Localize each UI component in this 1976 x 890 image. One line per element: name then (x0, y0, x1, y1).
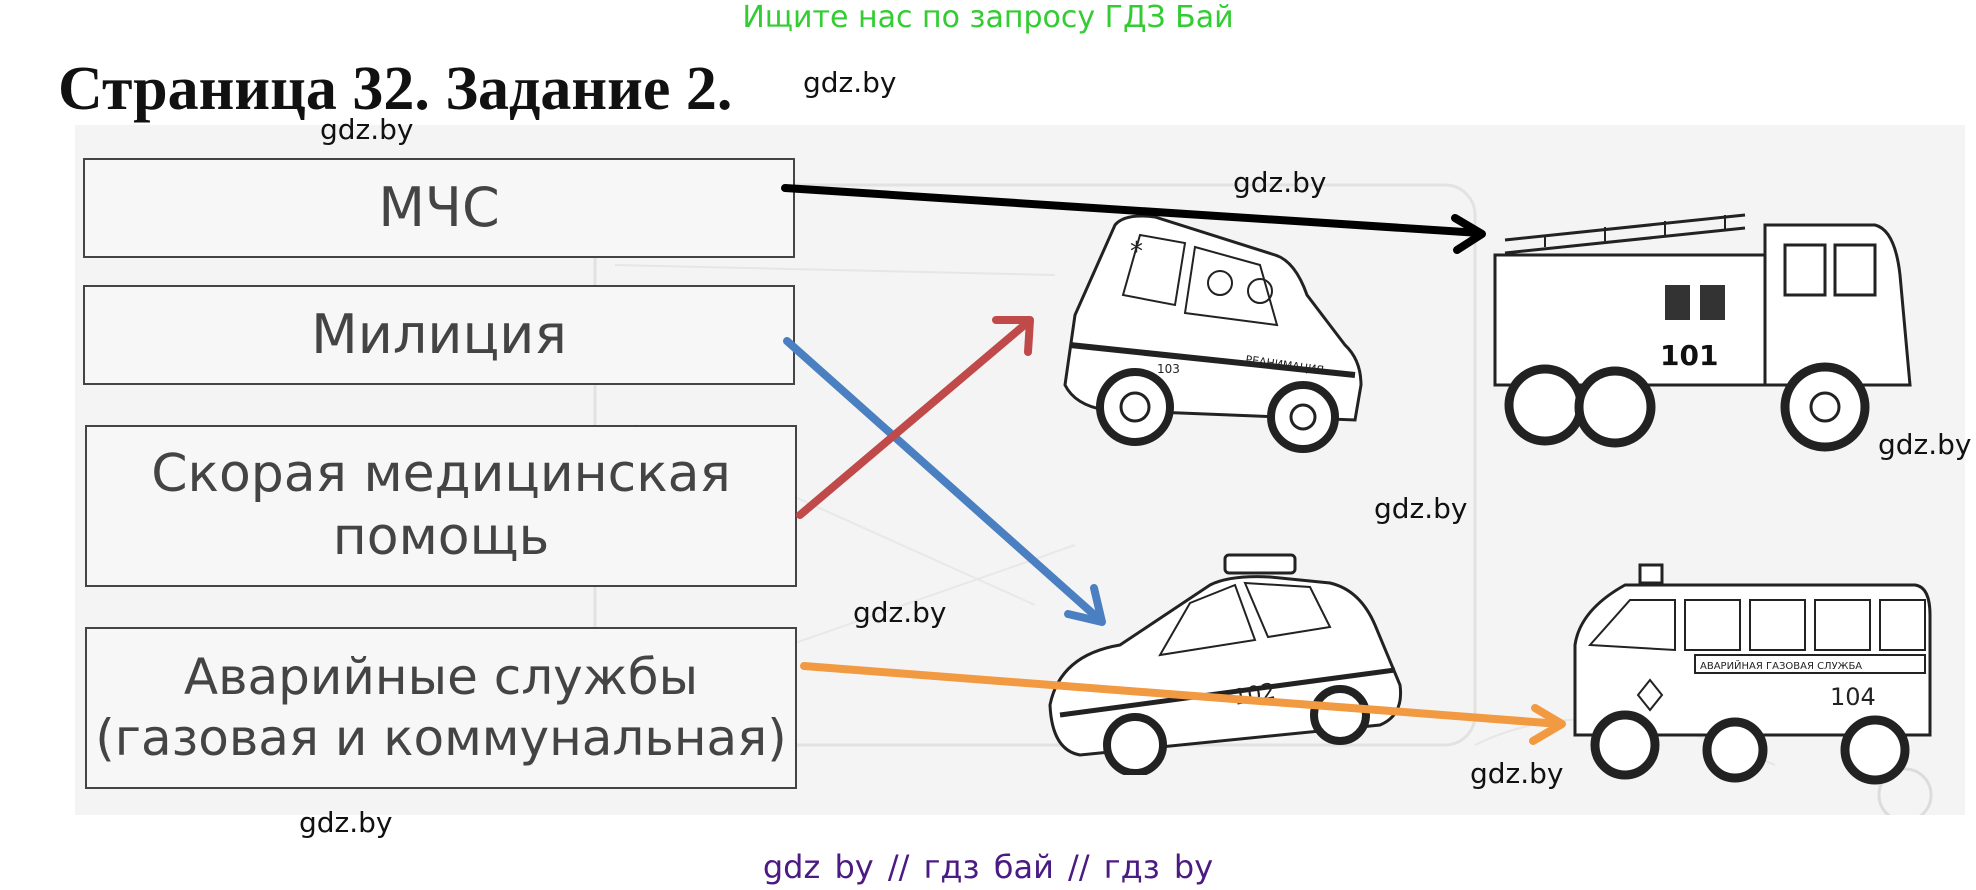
svg-text:*: * (1130, 237, 1143, 267)
watermark: gdz.by (1470, 757, 1564, 790)
service-box-militsiya: Милиция (83, 285, 795, 385)
gas-service-number: 104 (1830, 683, 1876, 711)
service-label-militsiya: Милиция (311, 303, 567, 367)
gas-service-text: АВАРИЙНАЯ ГАЗОВАЯ СЛУЖБА (1700, 659, 1862, 672)
page-title: Страница 32. Задание 2. (58, 55, 733, 123)
service-label-avariynye-line1: Аварийные службы (183, 648, 699, 706)
service-box-skoraya: Скорая медицинская помощь (85, 425, 797, 587)
watermark: gdz.by (299, 806, 393, 839)
service-box-mchs: МЧС (83, 158, 795, 258)
service-box-avariynye: Аварийные службы (газовая и коммунальная… (85, 627, 797, 789)
fire-truck-number: 101 (1660, 339, 1718, 372)
watermark: gdz.by (1878, 428, 1972, 461)
watermark: gdz.by (1233, 166, 1327, 199)
watermark: gdz.by (320, 113, 414, 146)
watermark: gdz.by (853, 596, 947, 629)
watermark: gdz.by (1374, 492, 1468, 525)
watermark: gdz.by (803, 66, 897, 99)
gas-service-illustration: АВАРИЙНАЯ ГАЗОВАЯ СЛУЖБА 104 (1573, 563, 1932, 785)
textbook-scan: МЧС Милиция Скорая медицинская помощь Ав… (75, 125, 1965, 815)
service-label-skoraya-line2: помощь (332, 507, 550, 567)
footer-links[interactable]: gdz by // гдз бай // гдз by (762, 848, 1214, 886)
ambulance-illustration: * РЕАНИМАЦИЯ 103 (1063, 214, 1363, 453)
service-label-skoraya-line1: Скорая медицинская (151, 443, 731, 504)
fire-truck-illustration: 101 (1493, 213, 1912, 452)
ambulance-number: 103 (1157, 362, 1180, 376)
service-label-avariynye-line2: (газовая и коммунальная) (95, 709, 787, 767)
search-hint[interactable]: Ищите нас по запросу ГДЗ Бай (742, 0, 1234, 35)
police-car-illustration: 102 (1048, 553, 1403, 775)
service-label-mchs: МЧС (378, 176, 500, 240)
